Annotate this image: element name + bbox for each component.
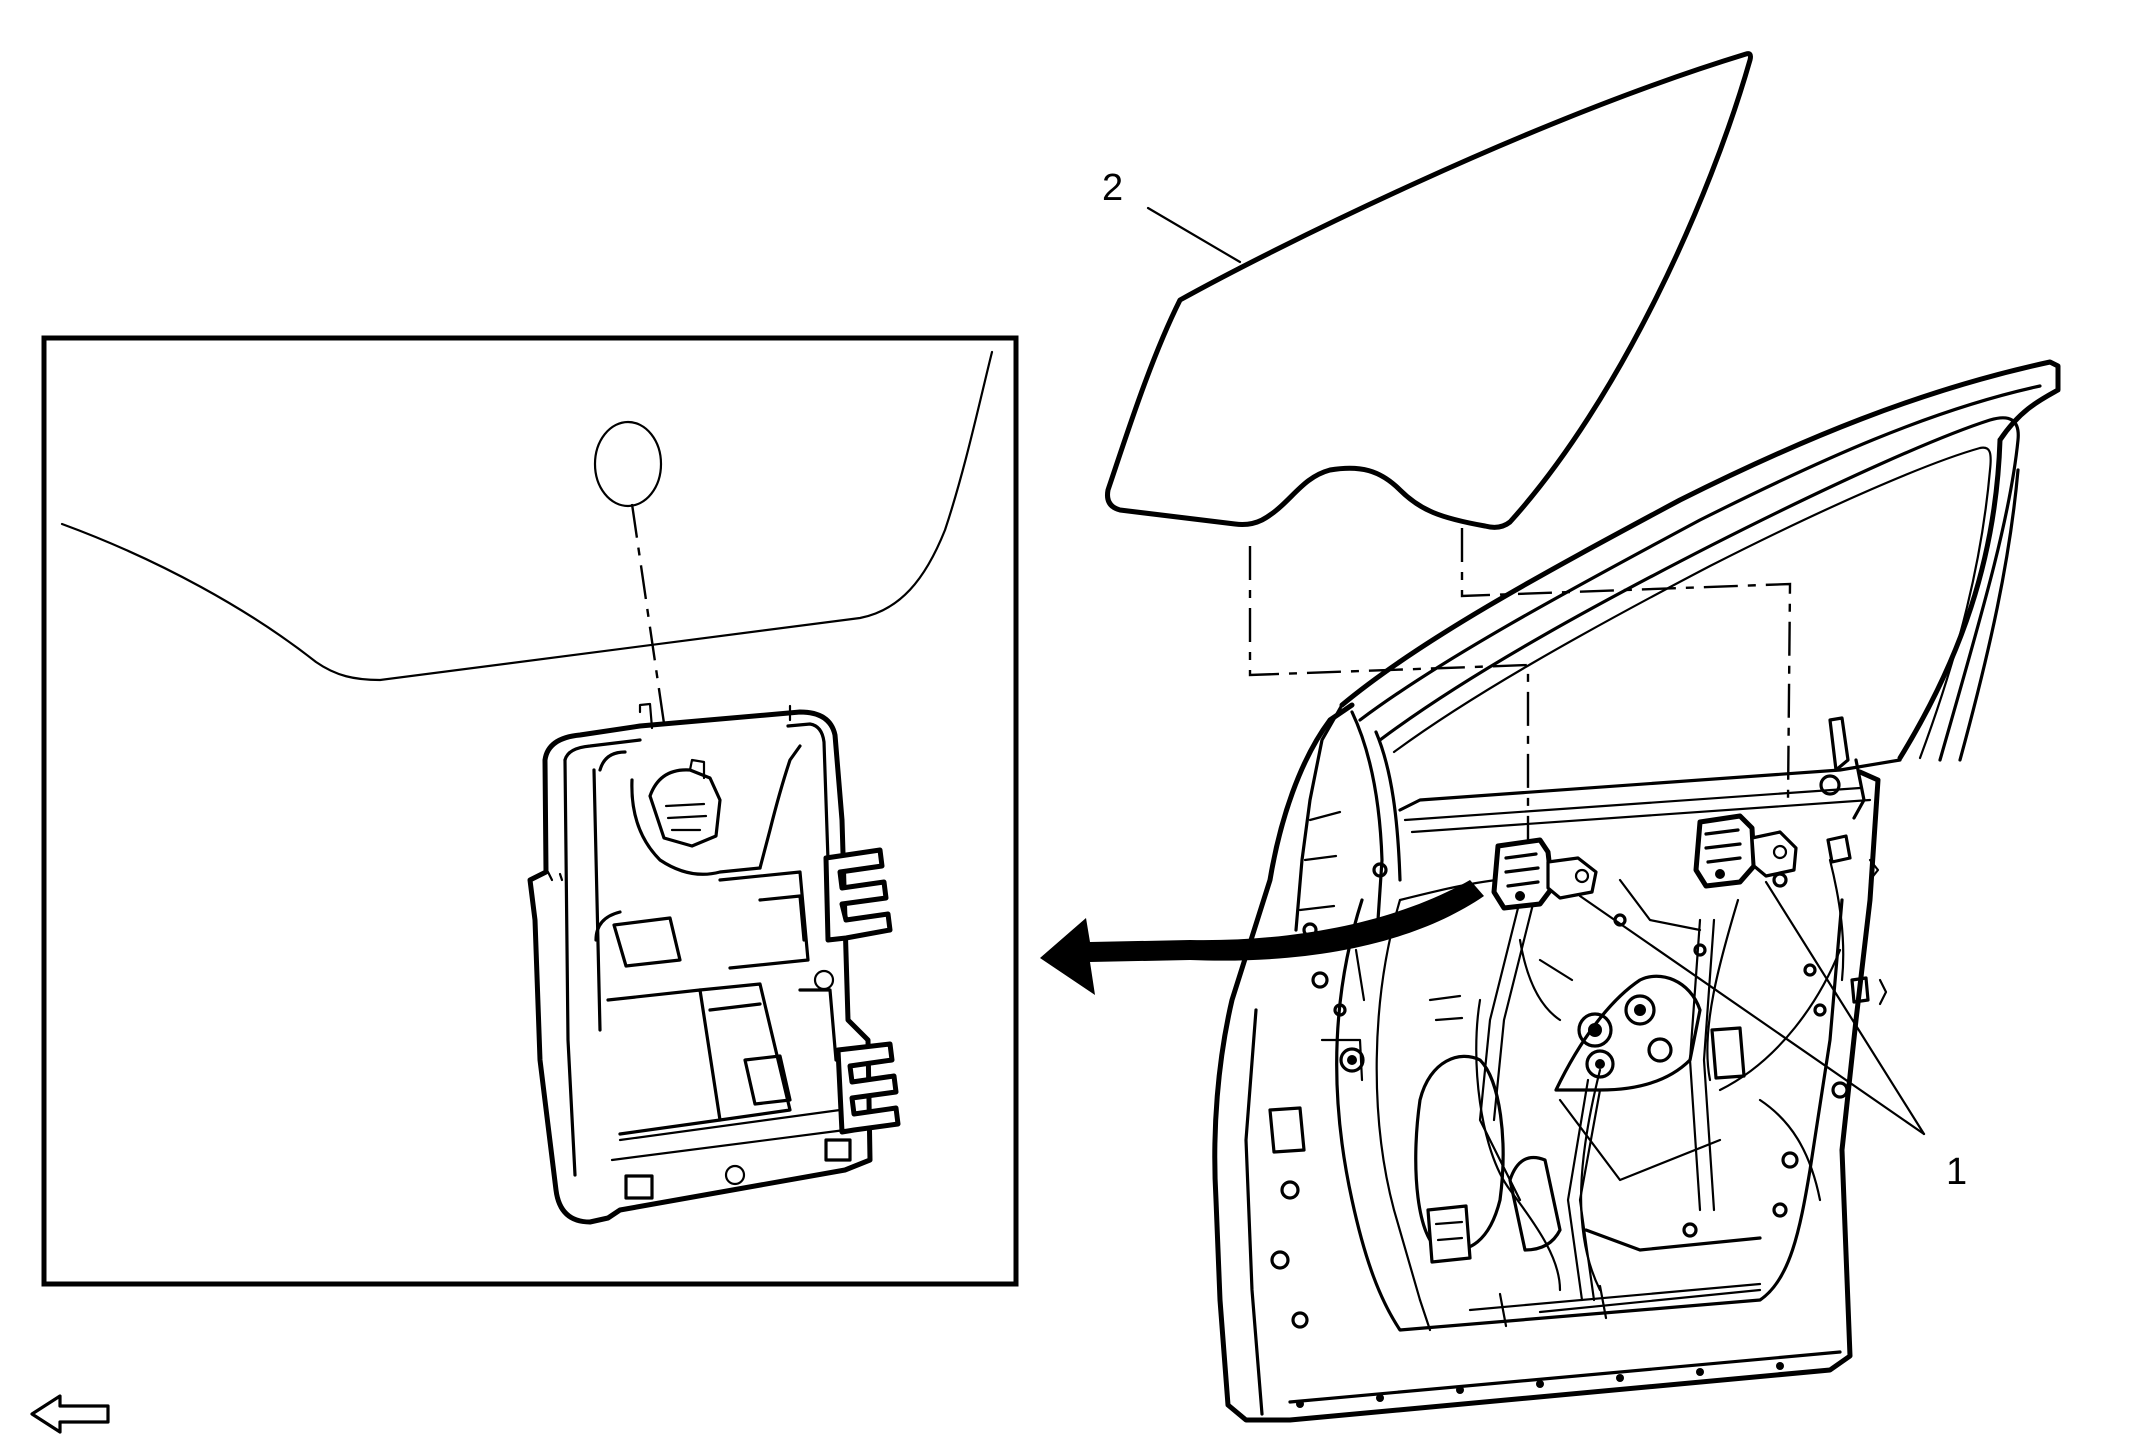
inset-glass-hole xyxy=(593,420,663,508)
window-bracket-rear xyxy=(1693,813,1798,889)
door-assembly xyxy=(1212,359,2061,1423)
bracket-leader-lines xyxy=(1578,880,1926,1136)
inset-glass-edge xyxy=(60,350,994,682)
inset-leader xyxy=(630,503,676,793)
inset-bracket xyxy=(527,702,901,1225)
callout-2-label: 2 xyxy=(1102,167,1123,209)
front-arrow-icon xyxy=(30,1394,110,1434)
detail-inset xyxy=(41,335,1019,1287)
window-bracket-front xyxy=(1491,837,1598,911)
view-arrow-icon xyxy=(1040,880,1484,995)
window-glass xyxy=(1105,51,1753,530)
callout-1-label: 1 xyxy=(1946,1151,1967,1193)
glass-leader-line xyxy=(1146,206,1242,264)
